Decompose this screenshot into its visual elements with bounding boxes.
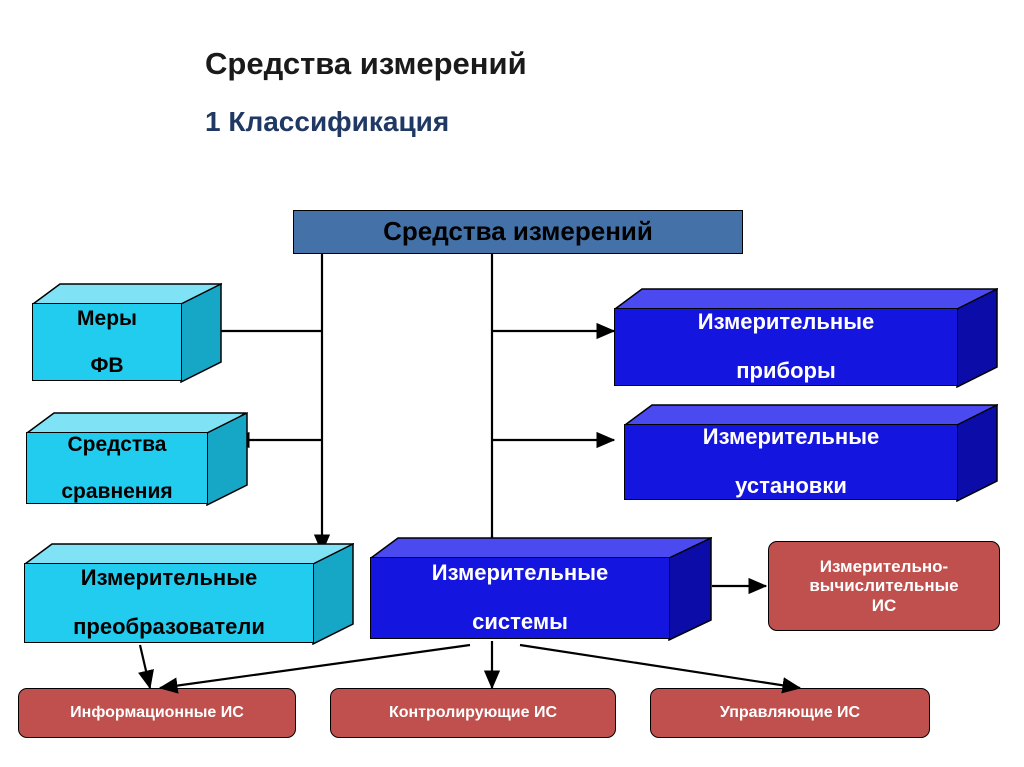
node-preobrazovateli-label: Измерительные преобразователи bbox=[61, 565, 277, 640]
node-sistemy-face: Измерительные системы bbox=[370, 557, 670, 639]
node-sredstva-sravneniya-line1: Средства bbox=[67, 432, 167, 456]
page-subtitle: 1 Классификация bbox=[205, 106, 450, 137]
node-sistemy-top-face bbox=[370, 537, 712, 559]
node-ivk-line1: Измерительно- bbox=[819, 556, 949, 576]
node-preobrazovateli-face: Измерительные преобразователи bbox=[24, 563, 314, 643]
node-mery-fv-line2: ФВ bbox=[90, 353, 124, 377]
node-mery-fv-side-face bbox=[180, 283, 222, 383]
node-ustanovki-top-face bbox=[624, 404, 998, 426]
node-pribory-top-face bbox=[614, 288, 998, 310]
node-preobrazovateli-top-face bbox=[24, 543, 354, 565]
node-sistemy-side-face bbox=[668, 537, 712, 641]
node-informacionnye-is[interactable]: Информационные ИС bbox=[18, 688, 296, 738]
node-ustanovki-line2: установки bbox=[735, 473, 847, 499]
node-mery-fv-label: Меры ФВ bbox=[65, 307, 149, 378]
node-sredstva-sravneniya[interactable]: Средства сравнения bbox=[26, 412, 248, 506]
node-ustanovki-line1: Измерительные bbox=[702, 424, 880, 450]
node-ivk-label: Измерительно- вычислительные ИС bbox=[809, 557, 958, 616]
node-informacionnye-is-label: Информационные ИС bbox=[70, 703, 244, 721]
node-sistemy-line2: системы bbox=[472, 609, 568, 635]
node-sredstva-sravneniya-line2: сравнения bbox=[61, 479, 173, 503]
node-ivk-line3: ИС bbox=[871, 595, 897, 615]
node-ustanovki-face: Измерительные установки bbox=[624, 424, 958, 500]
node-pribory-label: Измерительные приборы bbox=[686, 309, 887, 384]
node-sistemy-label: Измерительные системы bbox=[420, 560, 621, 635]
node-root-label: Средства измерений bbox=[383, 216, 653, 247]
node-ustanovki-side-face bbox=[956, 404, 998, 502]
node-preobrazovateli-side-face bbox=[312, 543, 354, 645]
node-preobrazovateli-line1: Измерительные bbox=[80, 565, 258, 591]
node-sredstva-sravneniya-label: Средства сравнения bbox=[49, 433, 184, 504]
node-pribory-face: Измерительные приборы bbox=[614, 308, 958, 386]
node-pribory-line2: приборы bbox=[736, 358, 836, 384]
node-preobrazovateli[interactable]: Измерительные преобразователи bbox=[24, 543, 354, 645]
node-pribory[interactable]: Измерительные приборы bbox=[614, 288, 998, 388]
node-upravlyayushchie-is[interactable]: Управляющие ИС bbox=[650, 688, 930, 738]
node-root-face: Средства измерений bbox=[293, 210, 743, 254]
node-kontroliruyushchie-is[interactable]: Контролирующие ИС bbox=[330, 688, 616, 738]
node-preobrazovateli-line2: преобразователи bbox=[73, 614, 265, 640]
node-mery-fv-line1: Меры bbox=[77, 306, 137, 330]
node-sistemy-line1: Измерительные bbox=[431, 560, 609, 586]
node-pribory-line1: Измерительные bbox=[697, 309, 875, 335]
node-sredstva-sravneniya-side-face bbox=[206, 412, 248, 506]
node-kontroliruyushchie-is-label: Контролирующие ИС bbox=[388, 703, 558, 721]
node-ustanovki[interactable]: Измерительные установки bbox=[624, 404, 998, 502]
node-sredstva-sravneniya-face: Средства сравнения bbox=[26, 432, 208, 504]
node-pribory-side-face bbox=[956, 288, 998, 388]
node-mery-fv-face: Меры ФВ bbox=[32, 303, 182, 381]
node-upravlyayushchie-is-label: Управляющие ИС bbox=[719, 703, 861, 721]
page-title: Средства измерений bbox=[205, 46, 527, 81]
node-root[interactable]: Средства измерений bbox=[293, 210, 743, 254]
node-izmeritelno-vychislitelnye-is[interactable]: Измерительно- вычислительные ИС bbox=[768, 541, 1000, 631]
node-ustanovki-label: Измерительные установки bbox=[691, 424, 892, 499]
node-sistemy[interactable]: Измерительные системы bbox=[370, 537, 712, 641]
node-mery-fv[interactable]: Меры ФВ bbox=[32, 283, 222, 383]
node-ivk-line2: вычислительные bbox=[809, 576, 959, 596]
